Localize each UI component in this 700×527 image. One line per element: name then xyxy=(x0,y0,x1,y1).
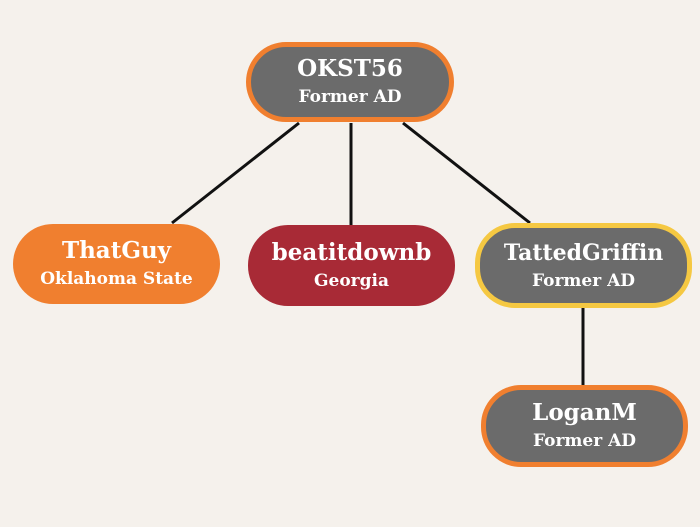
node-role: Former AD xyxy=(298,87,402,107)
node-name: ThatGuy xyxy=(61,237,172,264)
node-role: Former AD xyxy=(531,270,636,291)
node-thatguy: ThatGuy Oklahoma State xyxy=(13,224,220,304)
node-name: LoganM xyxy=(532,399,637,426)
node-loganm: LoganM Former AD xyxy=(481,385,688,467)
connector-root-to-tattedgriffin xyxy=(402,121,531,225)
node-tattedgriffin: TattedGriffin Former AD xyxy=(475,223,692,308)
node-name: beatitdownb xyxy=(271,238,432,266)
node-okst56: OKST56 Former AD xyxy=(246,42,454,122)
node-name: TattedGriffin xyxy=(503,239,664,266)
connector-root-to-thatguy xyxy=(171,121,300,225)
node-role: Former AD xyxy=(532,431,637,451)
node-role: Georgia xyxy=(314,270,389,291)
node-beatitdownb: beatitdownb Georgia xyxy=(248,225,455,306)
node-name: OKST56 xyxy=(297,55,403,82)
node-role: Oklahoma State xyxy=(40,269,193,289)
